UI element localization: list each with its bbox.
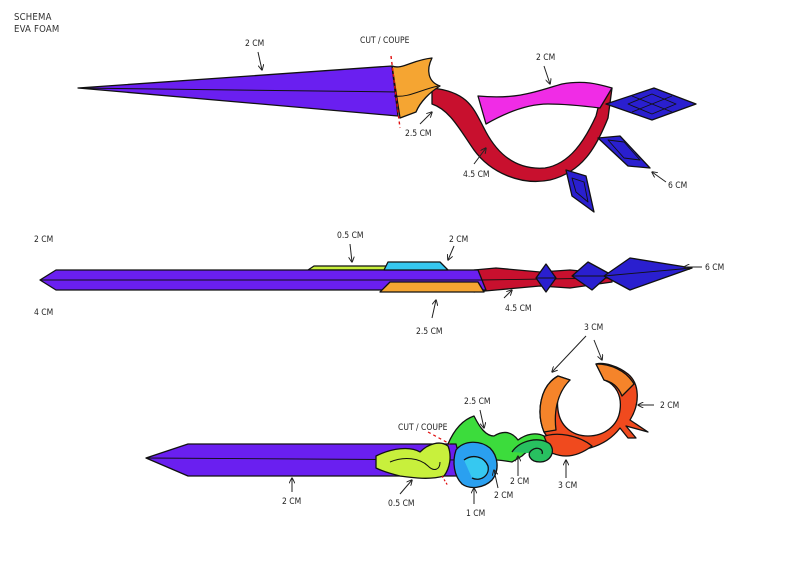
d2-green-strip-label: 0.5 CM: [337, 231, 364, 241]
d2-spear-tip-inner: [603, 267, 693, 277]
diagram-3-annotations: [292, 335, 654, 504]
d1-top-guard-label: 2 CM: [536, 53, 555, 63]
d3-arrow-hook-right: [593, 339, 602, 360]
d3-cut-line: [427, 431, 451, 445]
d2-red-handle-label: 4.5 CM: [505, 304, 532, 314]
d2-orange-plate: [379, 281, 485, 293]
d1-cut-label: CUT / COUPE: [360, 36, 410, 46]
d2-orange-plate-label: 2.5 CM: [416, 327, 443, 337]
d3-crest-label: 2.5 CM: [464, 397, 491, 407]
d3-yellow-label: 0.5 CM: [388, 499, 415, 509]
d1-red-guard-label: 4.5 CM: [463, 170, 490, 180]
d2-arrow-blue: [448, 245, 455, 260]
d2-blade-bottom-label: 4 CM: [34, 308, 53, 318]
d1-collar-label: 2.5 CM: [405, 129, 432, 139]
d3-base-label: 3 CM: [558, 481, 577, 491]
d1-blade: [77, 65, 399, 117]
d1-arrow-spike: [652, 172, 667, 183]
d1-orange-collar: [391, 57, 441, 119]
d1-cut-line: [390, 55, 401, 129]
d3-hook-top-label: 3 CM: [584, 323, 603, 333]
schema-title: SCHEMA: [14, 12, 52, 23]
diagram-3-scythe: [145, 362, 649, 489]
d3-yellow-scroll: [375, 442, 451, 479]
d1-arrow-red-guard: [473, 148, 486, 165]
d3-green-swirl: [511, 439, 554, 463]
d1-arrow-top-guard: [543, 65, 550, 84]
d1-orange-collar-inner: [393, 85, 439, 97]
d3-green-b-label: 2 CM: [510, 477, 529, 487]
d1-blade-label: 2 CM: [245, 39, 264, 49]
d1-blade-ridge: [77, 87, 399, 93]
diagram-2-annotations: [350, 243, 702, 319]
d3-hook-orange: [539, 363, 635, 433]
d2-blade-top-label: 2 CM: [34, 235, 53, 245]
d1-spikes-label: 6 CM: [668, 181, 687, 191]
d3-blade-label: 2 CM: [282, 497, 301, 507]
d3-blue-swirl-inner: [463, 455, 489, 480]
d2-spear-tip: [603, 257, 693, 291]
d1-spike-mid-inner: [607, 139, 641, 161]
diagram-2-spear: [39, 257, 693, 293]
d1-spike-mid: [597, 135, 651, 169]
diagram-1-staff: [77, 57, 697, 213]
d3-green-a-label: 2 CM: [494, 491, 513, 501]
d3-yellow-scroll-curl: [389, 458, 441, 470]
d3-arrow-crest: [479, 409, 484, 428]
d2-arrow-red: [503, 290, 512, 299]
diagram-1-annotations: [257, 51, 667, 183]
d1-spike-right-inner: [627, 93, 677, 115]
d2-arrow-orange: [431, 300, 436, 319]
d1-arrow-blade: [257, 51, 262, 70]
d3-cut-line-2: [441, 475, 449, 487]
d3-blue-label: 1 CM: [466, 509, 485, 519]
d3-arrow-yellow: [399, 480, 412, 495]
d2-arrow-green: [350, 243, 352, 262]
d3-hook-side-label: 2 CM: [660, 401, 679, 411]
d1-arrow-collar: [419, 112, 432, 125]
d1-magenta-guard: [477, 81, 613, 125]
d1-spike-low-inner: [571, 177, 589, 203]
d2-spear-tip-label: 6 CM: [705, 263, 724, 273]
d3-arrow-hook-left: [552, 335, 587, 372]
material-subtitle: EVA FOAM: [14, 24, 60, 35]
d3-cut-label: CUT / COUPE: [398, 423, 448, 433]
d1-spike-low: [565, 169, 595, 213]
d2-blue-plate: [383, 261, 449, 271]
d3-arrow-green-a: [494, 470, 499, 489]
d2-blue-plate-label: 2 CM: [449, 235, 468, 245]
